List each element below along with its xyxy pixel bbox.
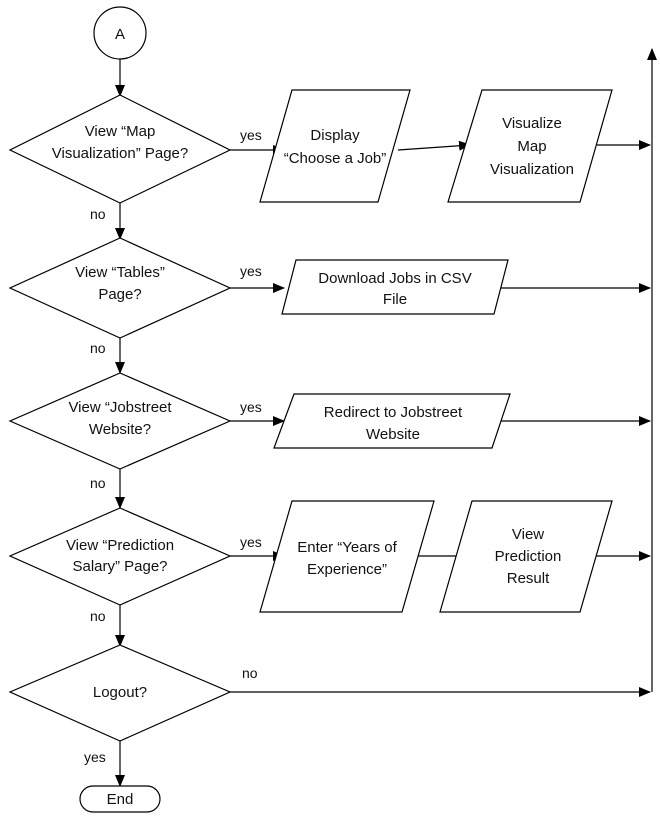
start-connector-a: A bbox=[93, 6, 147, 60]
decision-map-line1: View “Map bbox=[85, 123, 156, 140]
decision-prediction-line2: Salary” Page? bbox=[72, 558, 167, 575]
start-connector-label: A bbox=[115, 26, 125, 43]
process-enter-line2: Experience” bbox=[307, 561, 387, 578]
decision-jobstreet-line2: Website? bbox=[89, 421, 151, 438]
process-visualize-line1: Visualize bbox=[502, 115, 562, 132]
decision-tables-line2: Page? bbox=[98, 286, 141, 303]
decision-logout-yes-label: yes bbox=[84, 749, 106, 765]
decision-prediction-line1: View “Prediction bbox=[66, 537, 174, 554]
process-download-line2: File bbox=[383, 291, 407, 308]
process-redirect-line2: Website bbox=[366, 426, 420, 443]
process-redirect-jobstreet bbox=[273, 393, 511, 449]
decision-prediction-yes-label: yes bbox=[240, 534, 262, 550]
decision-tables-line1: View “Tables” bbox=[75, 264, 165, 281]
decision-jobstreet-line1: View “Jobstreet bbox=[68, 399, 172, 416]
decision-prediction-salary bbox=[8, 507, 232, 606]
decision-logout-line1: Logout? bbox=[93, 684, 147, 701]
process-display-line2: “Choose a Job” bbox=[284, 150, 387, 167]
decision-map-yes-label: yes bbox=[240, 127, 262, 143]
decision-map-line2: Visualization” Page? bbox=[52, 145, 188, 162]
end-terminator: End bbox=[79, 785, 161, 813]
decision-tables-no-label: no bbox=[90, 340, 106, 356]
decision-jobstreet-no-label: no bbox=[90, 475, 106, 491]
decision-logout-no-label: no bbox=[242, 665, 258, 681]
decision-jobstreet-yes-label: yes bbox=[240, 399, 262, 415]
process-enter-years bbox=[259, 500, 435, 613]
process-display-line1: Display bbox=[310, 127, 360, 144]
process-visualize-line2: Map bbox=[517, 138, 546, 155]
process-visualize-map bbox=[447, 89, 613, 203]
decision-prediction-no-label: no bbox=[90, 608, 106, 624]
process-view-prediction bbox=[439, 500, 613, 613]
process-download-csv bbox=[281, 259, 509, 315]
decision-map-no-label: no bbox=[90, 206, 106, 222]
process-view-prediction-line1: View bbox=[512, 526, 544, 543]
process-download-line1: Download Jobs in CSV bbox=[318, 270, 471, 287]
process-visualize-line3: Visualization bbox=[490, 161, 574, 178]
process-view-prediction-line2: Prediction bbox=[495, 548, 562, 565]
flow-display-to-visualize bbox=[397, 140, 471, 151]
process-view-prediction-line3: Result bbox=[507, 570, 550, 587]
process-display-choose-job bbox=[259, 89, 411, 203]
process-enter-line1: Enter “Years of bbox=[297, 539, 397, 556]
decision-tables-yes-label: yes bbox=[240, 263, 262, 279]
end-terminator-label: End bbox=[107, 791, 134, 808]
process-redirect-line1: Redirect to Jobstreet bbox=[324, 404, 463, 421]
